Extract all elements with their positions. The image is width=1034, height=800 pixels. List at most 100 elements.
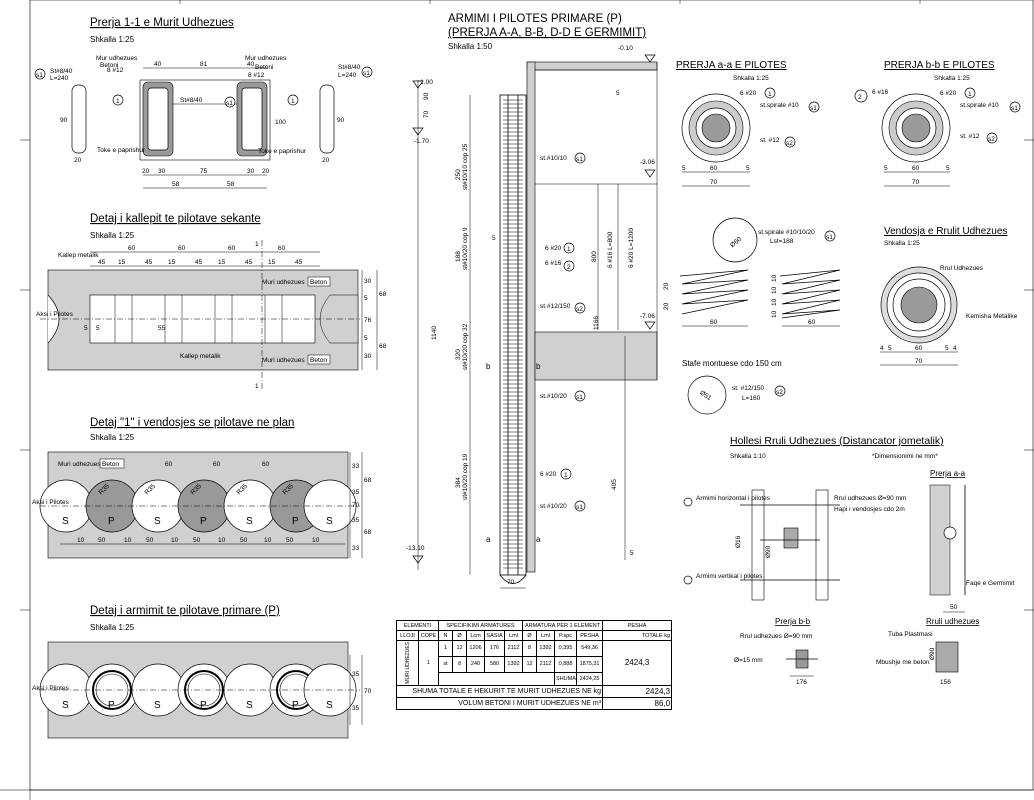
dim-phi90: Ø90	[929, 647, 936, 660]
total-value: 2424,3	[602, 640, 673, 686]
bar-label: 6 #20	[940, 90, 957, 97]
stirrup-label: st.#12/150	[540, 303, 571, 310]
dim-10: 10	[771, 298, 778, 306]
marker-s1: s1	[810, 105, 817, 112]
pile-label: P	[108, 516, 115, 527]
tuba-label: Tuba Plastmasi	[888, 631, 933, 638]
dim-100: 100	[275, 119, 286, 126]
stirrup-label: st.#10/20	[540, 503, 567, 510]
dim-70: 70	[912, 179, 920, 186]
dim-50: 50	[286, 537, 294, 544]
spiral-coil-a	[679, 269, 749, 315]
dim-33: 33	[352, 545, 360, 552]
dim-60: 60	[278, 245, 286, 252]
marker-1: 1	[968, 91, 972, 98]
cope-value: 1	[417, 640, 440, 686]
element-name: MURI UDHEZUES	[396, 640, 419, 686]
section-scale: Shkalla 1:25	[90, 623, 135, 632]
marker-s2: s2	[988, 136, 995, 143]
marker-1: 1	[116, 98, 120, 105]
bar-l800: 6 #16 L=800	[607, 231, 614, 268]
header-sasia: SASIA	[484, 630, 506, 641]
dim-35: 35	[352, 489, 360, 496]
bar-label: 6 #20	[545, 245, 562, 252]
aksi-label: Aksi i Pilotes	[32, 499, 70, 506]
dim-156: 156	[940, 679, 951, 686]
marker-s1: s1	[36, 72, 43, 79]
dim-15: 15	[118, 259, 126, 266]
header-totale: TOTALE kg	[602, 630, 673, 641]
level-label: -13.10	[406, 545, 425, 552]
l-left-label: L=240	[50, 75, 69, 82]
dim-60: 60	[710, 165, 718, 172]
section-title: PRERJA a-a E PILOTES	[676, 60, 787, 71]
dim-60: 60	[808, 319, 816, 326]
section-cut-a: a	[536, 535, 541, 544]
stirrup-label: st.#10/20	[540, 393, 567, 400]
section-title: ARMIMI I PILOTES PRIMARE (P)	[448, 13, 622, 25]
section-detaj1: Detaj "1" i vendosjes se pilotave ne pla…	[32, 417, 372, 559]
st-left-label: St#8/40	[50, 68, 73, 75]
bar-label-right: 8 #12	[248, 72, 265, 79]
section-title: Prerja 1-1 e Murit Udhezues	[90, 17, 234, 29]
dim-10: 10	[771, 274, 778, 282]
dim-10: 10	[124, 537, 132, 544]
beton-label: Beton	[102, 461, 119, 468]
dim-68: 68	[364, 529, 372, 536]
marker-s1: s1	[1011, 105, 1018, 112]
header-pesha2: PESHA	[576, 630, 604, 641]
toke-label: Toke e paprishur	[97, 147, 146, 154]
section-prerja-aa: PRERJA a-a E PILOTES Shkalla 1:25 6 #20 …	[676, 60, 820, 187]
dim-90: 90	[337, 117, 345, 124]
section-scale: Shkalla 1:25	[934, 75, 970, 82]
rruli-udhezues-title: Rruli udhezues	[926, 617, 979, 626]
section-murit-udhezues: Prerja 1-1 e Murit Udhezues Shkalla 1:25…	[34, 17, 373, 189]
table-cell: 0,395	[554, 640, 578, 657]
marker-2: 2	[858, 94, 862, 101]
kallep-metalik-label: Kallep metalik	[58, 252, 99, 259]
bar-label-left: 8 #12	[107, 67, 124, 74]
beton-label: Beton	[310, 279, 327, 286]
dim-5: 5	[492, 235, 496, 242]
l-right-label: L=240	[338, 72, 357, 79]
section-title: Stafe montuese cdo 150 cm	[682, 359, 782, 368]
rebar-spec-table: ELEMENTI SPECIFIKIMI ARMATURES ARMATURA …	[395, 620, 673, 710]
table-cell: 8	[522, 640, 538, 657]
dim-70: 70	[423, 110, 430, 118]
cop-32: st#10/20 cop 32	[462, 323, 469, 370]
marker-1: 1	[291, 98, 295, 105]
dim-5: 5	[364, 335, 368, 342]
header-lml2: Lml	[536, 630, 556, 641]
header-lloji: LLOJI	[396, 630, 419, 641]
bar-label: 6 #20	[540, 471, 557, 478]
shuma-value: 2424,25	[576, 671, 604, 686]
marker-s1: s1	[363, 70, 370, 77]
bar-l1200: 6 #20 L=1200	[628, 228, 635, 268]
dim-5: 5	[946, 165, 950, 172]
cop-25: st#10/10 cop 25	[462, 143, 469, 190]
dim-76: 76	[364, 317, 372, 324]
section-scale: Shkalla 1:25	[884, 240, 920, 247]
header-elementi: ELEMENTI	[395, 620, 440, 631]
dim-70: 70	[507, 579, 515, 586]
section-scale: Shkalla 1:25	[733, 75, 769, 82]
dim-30: 30	[158, 168, 166, 175]
pile-label: S	[62, 700, 69, 711]
dim-5: 5	[616, 90, 620, 97]
level-label: -1.70	[414, 138, 429, 145]
dim-50: 50	[193, 537, 201, 544]
dim-60: 60	[178, 245, 186, 252]
section-scale: Shkalla 1:10	[730, 453, 766, 460]
armimi-v-label: Armimi vertikal i pilotes	[696, 573, 763, 580]
marker-1: 1	[567, 246, 571, 253]
pile-label: S	[326, 700, 333, 711]
excavation-zone	[534, 331, 658, 381]
dim-35: 35	[352, 671, 360, 678]
dim-20: 20	[663, 282, 670, 290]
section-title: Detaj i armimit te pilotave primare (P)	[90, 605, 280, 617]
header-n: N	[438, 630, 454, 641]
dim-10: 10	[77, 537, 85, 544]
mur-udhezues-label: Mur udhezues	[96, 55, 138, 62]
table-cell: 1	[438, 640, 454, 657]
